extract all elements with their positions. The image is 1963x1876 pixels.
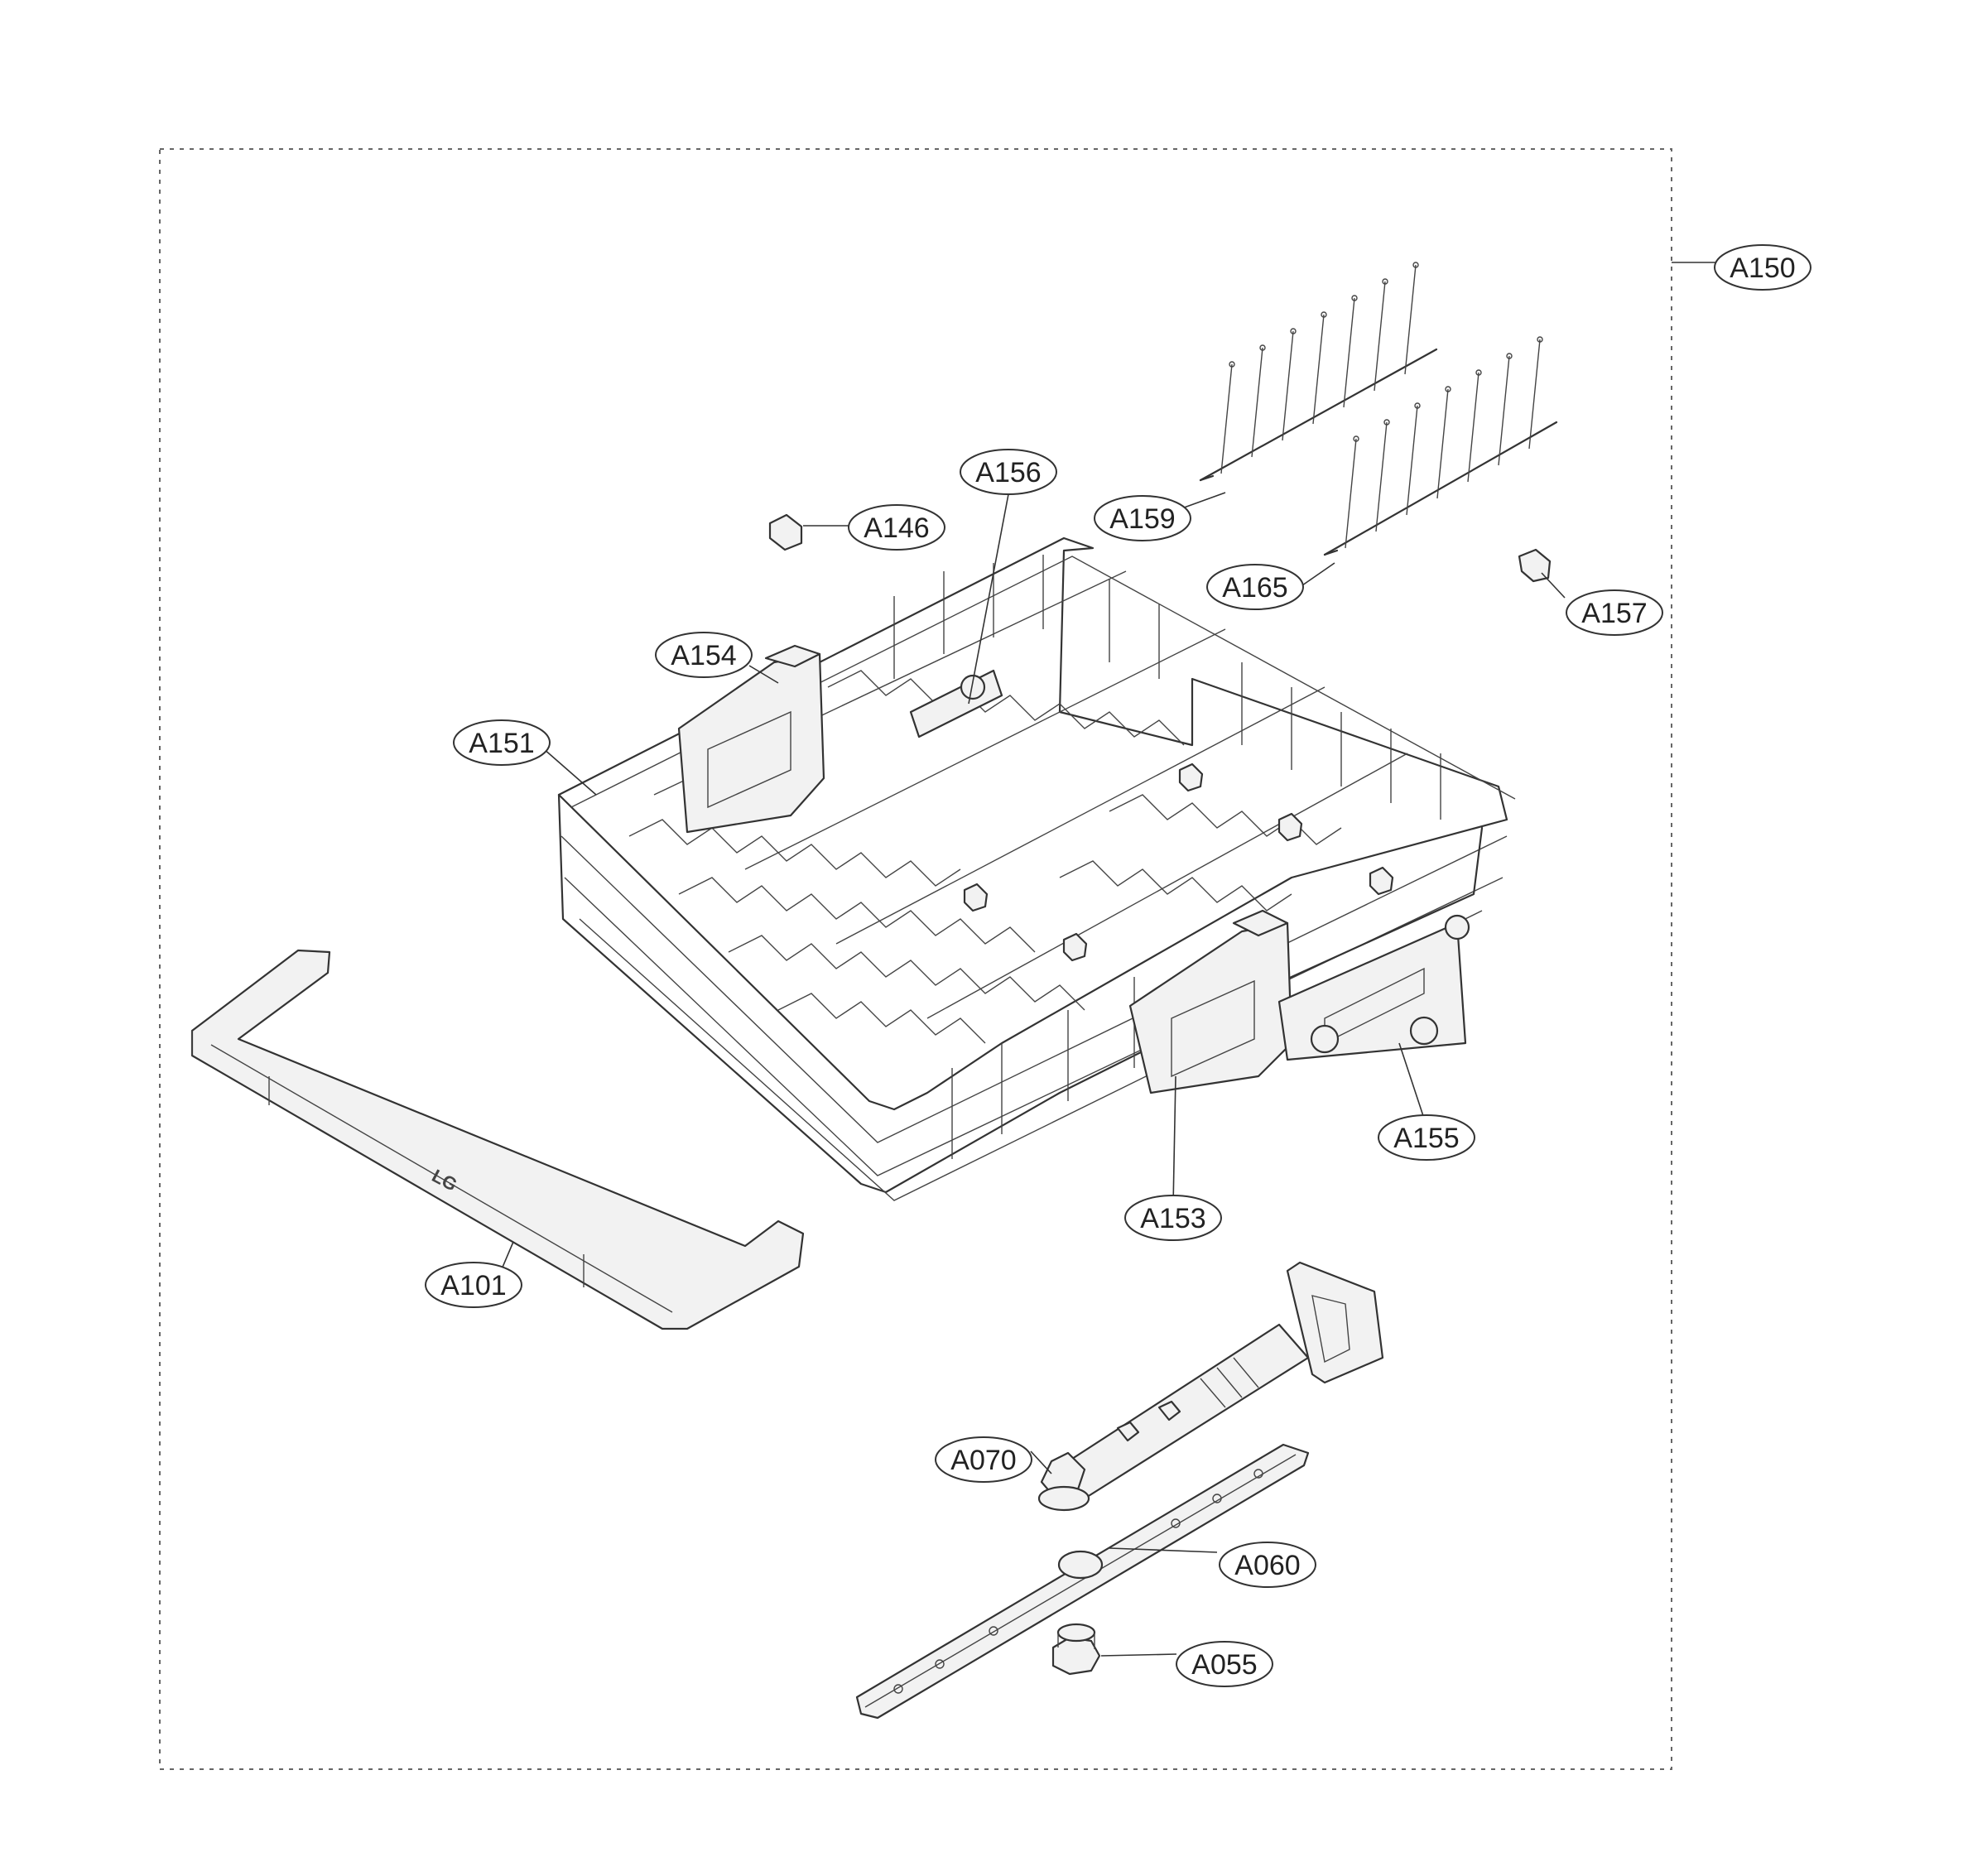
callout-oval bbox=[1176, 1641, 1273, 1687]
callout-label: A150 bbox=[1730, 253, 1795, 284]
rack-handle: LG bbox=[190, 949, 805, 1330]
spray-arm bbox=[855, 1443, 1310, 1720]
callout-label: A156 bbox=[975, 457, 1041, 488]
callout-oval bbox=[960, 449, 1057, 495]
callout-a153: A153 bbox=[1124, 1195, 1222, 1241]
callout-label: A055 bbox=[1191, 1649, 1257, 1681]
callout-a146: A146 bbox=[848, 504, 945, 551]
callout-label: A070 bbox=[950, 1445, 1016, 1476]
callout-oval bbox=[1219, 1542, 1316, 1588]
callout-a155: A155 bbox=[1378, 1114, 1475, 1161]
callout-oval bbox=[425, 1262, 522, 1308]
callout-oval bbox=[1566, 589, 1663, 636]
tine-rack-a159 bbox=[1199, 262, 1438, 482]
callout-a150: A150 bbox=[1714, 244, 1811, 291]
callout-label: A153 bbox=[1140, 1203, 1205, 1234]
callout-label: A151 bbox=[469, 728, 534, 759]
callout-oval bbox=[1206, 564, 1304, 610]
callout-a055: A055 bbox=[1176, 1641, 1273, 1687]
callout-label: A157 bbox=[1581, 598, 1647, 629]
callout-a151: A151 bbox=[453, 719, 551, 766]
callout-label: A165 bbox=[1222, 572, 1287, 604]
callout-oval bbox=[655, 632, 753, 678]
rack-roller-top bbox=[909, 669, 1003, 738]
callout-oval bbox=[1378, 1114, 1475, 1161]
callout-label: A155 bbox=[1393, 1123, 1459, 1154]
callout-oval bbox=[1124, 1195, 1222, 1241]
callout-oval bbox=[848, 504, 945, 551]
callout-label: A060 bbox=[1234, 1550, 1300, 1581]
callout-a060: A060 bbox=[1219, 1542, 1316, 1588]
spray-pipe-assembly bbox=[1037, 1261, 1384, 1512]
rack-rail-roller bbox=[1277, 914, 1470, 1061]
callout-a101: A101 bbox=[425, 1262, 522, 1308]
callout-label: A146 bbox=[864, 512, 929, 544]
callout-label: A159 bbox=[1109, 503, 1175, 535]
callout-a157: A157 bbox=[1566, 589, 1663, 636]
spray-arm-nut bbox=[1051, 1623, 1101, 1676]
callout-oval bbox=[453, 719, 551, 766]
callout-label: A101 bbox=[440, 1270, 506, 1301]
callout-oval bbox=[935, 1436, 1032, 1483]
callout-a156: A156 bbox=[960, 449, 1057, 495]
tine-rack-a165 bbox=[1323, 336, 1558, 556]
callout-a165: A165 bbox=[1206, 564, 1304, 610]
callout-a154: A154 bbox=[655, 632, 753, 678]
assembly-frame bbox=[159, 148, 1672, 1770]
clip-a146 bbox=[768, 513, 803, 551]
callout-label: A154 bbox=[671, 640, 736, 671]
rack-adjuster-right bbox=[1128, 909, 1293, 1094]
rack-adjuster-left bbox=[677, 644, 825, 834]
rack-clips bbox=[963, 762, 1394, 962]
callout-oval bbox=[1714, 244, 1811, 291]
callout-oval bbox=[1094, 495, 1191, 541]
callout-a159: A159 bbox=[1094, 495, 1191, 541]
callout-a070: A070 bbox=[935, 1436, 1032, 1483]
